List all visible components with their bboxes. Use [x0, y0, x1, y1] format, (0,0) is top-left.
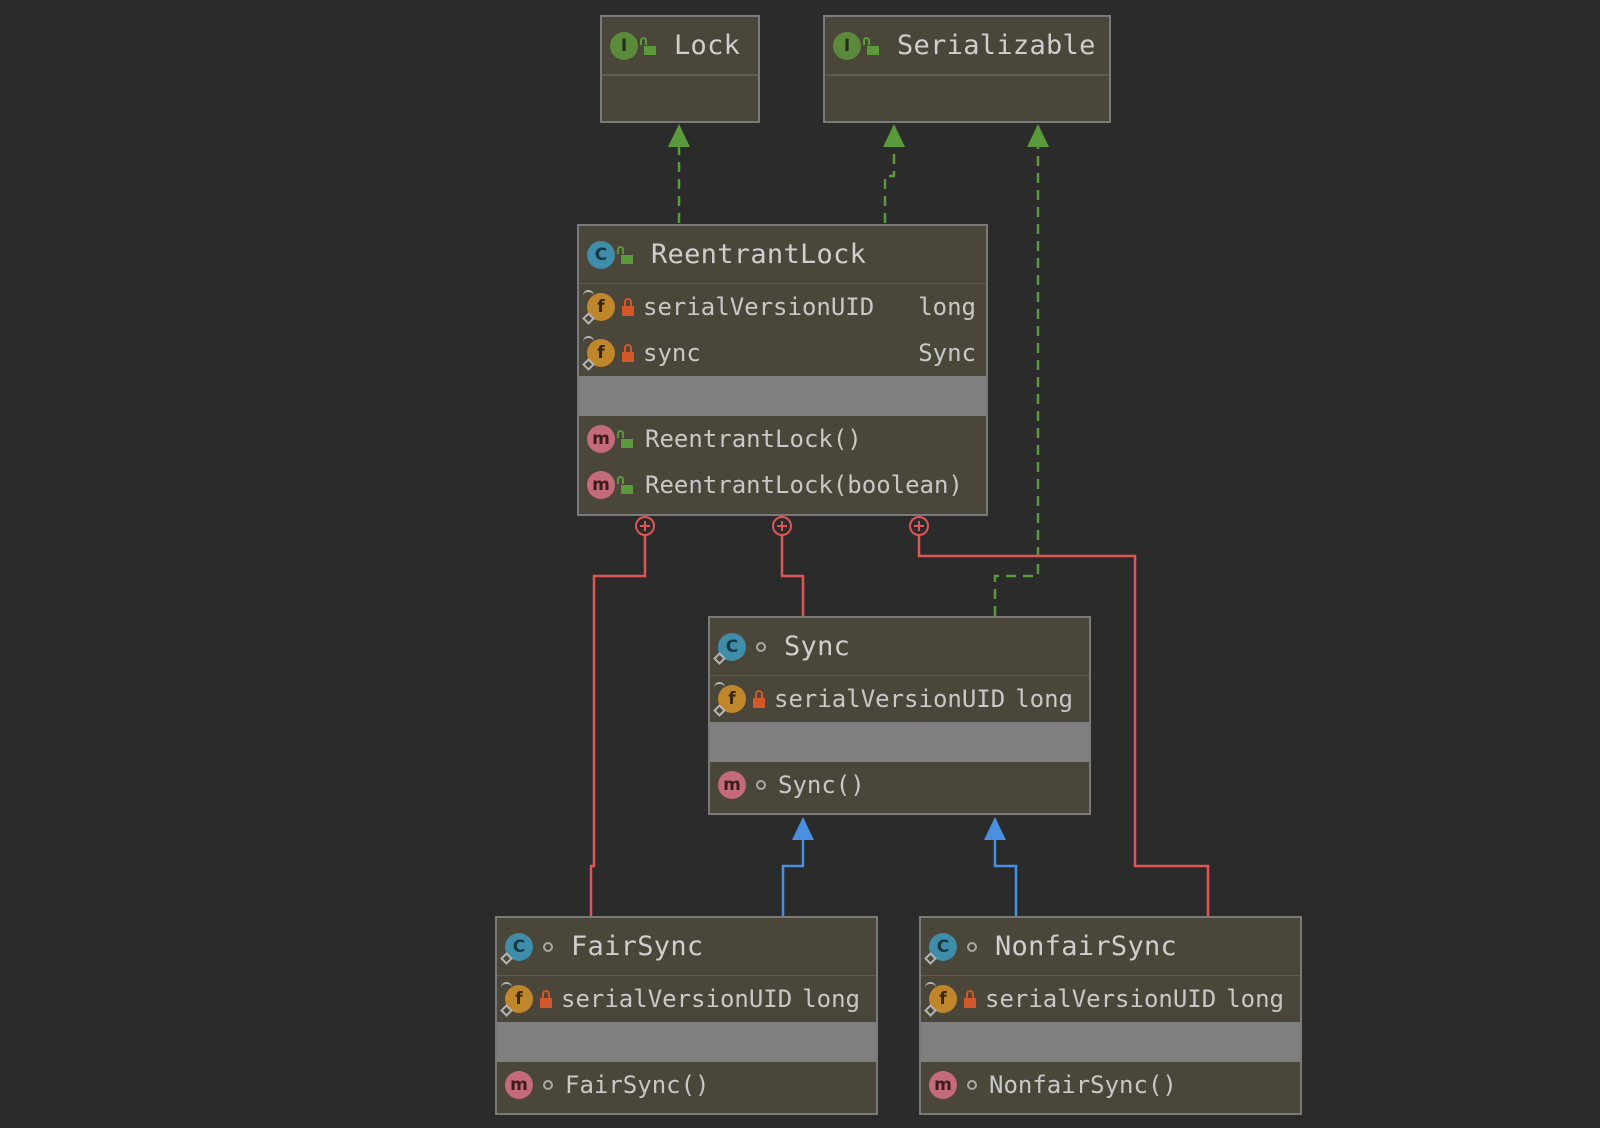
static-field-icon: f: [714, 682, 746, 713]
method-name: ReentrantLock(): [645, 425, 862, 453]
field-type: long: [918, 293, 976, 321]
method-row[interactable]: m Sync(): [710, 762, 1089, 808]
method-row[interactable]: m FairSync(): [497, 1062, 876, 1108]
node-title: FairSync: [571, 931, 704, 962]
method-row[interactable]: m ReentrantLock(boolean): [579, 462, 986, 508]
edge-reentrantlock-inner-sync[interactable]: [772, 516, 805, 616]
node-lock[interactable]: I Lock: [600, 15, 760, 123]
method-name: Sync(): [778, 771, 865, 799]
implements-arrowhead: [883, 124, 905, 147]
node-title: ReentrantLock: [651, 239, 867, 270]
node-title: Serializable: [897, 30, 1096, 61]
section-divider: [579, 376, 986, 416]
implements-arrowhead: [1027, 124, 1049, 147]
class-icon: C: [587, 240, 615, 269]
extends-arrowhead: [792, 817, 814, 840]
node-header: C Sync: [710, 618, 1089, 676]
field-row[interactable]: f sync Sync: [579, 330, 986, 376]
package-visibility-icon: [543, 1080, 553, 1090]
public-visibility-icon: [617, 476, 637, 494]
edge-nonfairsync-extends-sync[interactable]: [984, 817, 1018, 916]
node-header: I Lock: [602, 17, 758, 75]
private-visibility-icon: [963, 990, 977, 1008]
extends-arrowhead: [984, 817, 1006, 840]
package-visibility-icon: [967, 941, 977, 952]
method-name: NonfairSync(): [989, 1071, 1177, 1099]
method-icon: m: [587, 471, 615, 499]
field-row[interactable]: f serialVersionUID long: [497, 976, 876, 1022]
package-visibility-icon: [543, 941, 553, 952]
field-row[interactable]: f serialVersionUID long: [921, 976, 1300, 1022]
interface-icon: I: [610, 31, 638, 60]
package-visibility-icon: [756, 780, 766, 790]
private-visibility-icon: [539, 990, 553, 1008]
node-header: C FairSync: [497, 918, 876, 976]
method-name: ReentrantLock(boolean): [645, 471, 963, 499]
method-icon: m: [929, 1071, 957, 1099]
static-field-icon: f: [583, 290, 615, 321]
field-type: long: [1226, 985, 1284, 1013]
section-divider: [921, 1022, 1300, 1062]
class-icon: C: [929, 932, 957, 961]
method-icon: m: [505, 1071, 533, 1099]
edge-fairsync-extends-sync[interactable]: [781, 817, 814, 916]
node-reentrantlock[interactable]: C ReentrantLock f serialVersionUID long …: [577, 224, 988, 516]
interface-icon: I: [833, 31, 861, 60]
method-name: FairSync(): [565, 1071, 710, 1099]
edge-reentrantlock-inner-nonfairsync[interactable]: [909, 516, 1210, 916]
node-header: I Serializable: [825, 17, 1109, 75]
private-visibility-icon: [621, 298, 635, 316]
implements-arrowhead: [668, 124, 690, 147]
empty-section: [825, 75, 1109, 123]
public-visibility-icon: [617, 245, 637, 264]
node-fairsync[interactable]: C FairSync f serialVersionUID long m Fai…: [495, 916, 878, 1115]
field-type: long: [1015, 685, 1073, 713]
section-divider: [497, 1022, 876, 1062]
section-divider: [710, 722, 1089, 762]
field-name: serialVersionUID: [643, 293, 875, 321]
field-icon: f: [583, 336, 615, 367]
node-title: Lock: [674, 30, 741, 61]
field-name: serialVersionUID: [774, 685, 1006, 713]
method-row[interactable]: m NonfairSync(): [921, 1062, 1300, 1108]
public-visibility-icon: [863, 36, 883, 55]
field-name: serialVersionUID: [985, 985, 1217, 1013]
node-sync[interactable]: C Sync f serialVersionUID long m Sync(): [708, 616, 1091, 815]
node-title: NonfairSync: [995, 931, 1178, 962]
private-visibility-icon: [621, 344, 635, 362]
private-visibility-icon: [752, 690, 766, 708]
public-visibility-icon: [617, 430, 637, 448]
edge-reentrantlock-implements-serializable[interactable]: [883, 124, 905, 223]
field-name: sync: [643, 339, 701, 367]
static-field-icon: f: [501, 982, 533, 1013]
edge-reentrantlock-inner-fairsync[interactable]: [589, 516, 655, 916]
package-visibility-icon: [967, 1080, 977, 1090]
field-type: Sync: [918, 339, 976, 367]
edge-sync-implements-serializable[interactable]: [993, 124, 1049, 616]
edge-reentrantlock-implements-lock[interactable]: [668, 124, 690, 223]
public-visibility-icon: [640, 36, 660, 55]
node-title: Sync: [784, 631, 851, 662]
static-field-icon: f: [925, 982, 957, 1013]
node-serializable[interactable]: I Serializable: [823, 15, 1111, 123]
node-header: C ReentrantLock: [579, 226, 986, 284]
class-icon: C: [505, 932, 533, 961]
node-nonfairsync[interactable]: C NonfairSync f serialVersionUID long m …: [919, 916, 1302, 1115]
field-name: serialVersionUID: [561, 985, 793, 1013]
method-row[interactable]: m ReentrantLock(): [579, 416, 986, 462]
package-visibility-icon: [756, 641, 766, 652]
method-icon: m: [718, 771, 746, 799]
method-icon: m: [587, 425, 615, 453]
field-row[interactable]: f serialVersionUID long: [579, 284, 986, 330]
abstract-class-icon: C: [718, 632, 746, 661]
node-header: C NonfairSync: [921, 918, 1300, 976]
field-type: long: [802, 985, 860, 1013]
empty-section: [602, 75, 758, 123]
field-row[interactable]: f serialVersionUID long: [710, 676, 1089, 722]
